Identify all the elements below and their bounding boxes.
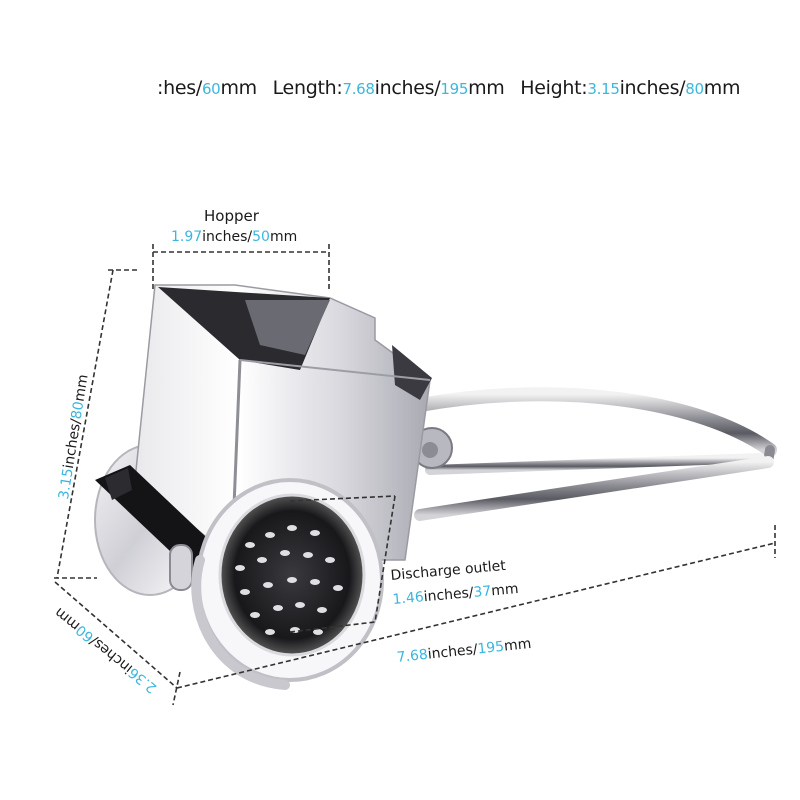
dimensions-header: :hes/60mm Length:7.68inches/195mm Height… bbox=[157, 77, 750, 99]
dimension-lines bbox=[54, 244, 776, 706]
crank-clamp bbox=[95, 465, 225, 591]
height-dim-line bbox=[56, 269, 114, 579]
width-dim-line bbox=[54, 581, 178, 689]
length-spec: Length:7.68inches/195mm bbox=[272, 77, 505, 99]
hopper-title: Hopper bbox=[204, 207, 259, 225]
hopper-dimension: 1.97inches/50mm bbox=[171, 229, 298, 245]
discharge-dim-line-top bbox=[289, 495, 396, 502]
width-spec: :hes/60mm bbox=[157, 77, 257, 99]
length-dim-line bbox=[176, 542, 776, 689]
discharge-drum bbox=[191, 478, 384, 690]
hopper bbox=[134, 284, 432, 561]
handle-frame bbox=[411, 387, 777, 521]
height-spec: Height:3.15inches/80mm bbox=[520, 77, 741, 99]
